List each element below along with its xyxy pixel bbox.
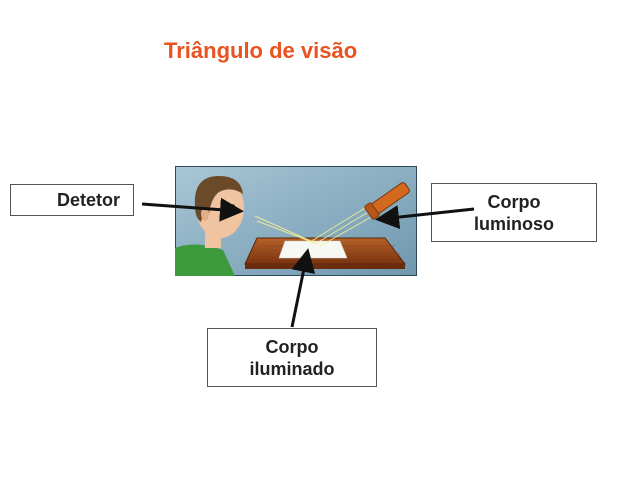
vision-scene-illustration bbox=[175, 166, 417, 276]
luminous-body-label-line1: Corpo bbox=[488, 191, 541, 213]
diagram-title: Triângulo de visão bbox=[164, 38, 357, 64]
luminous-body-label-line2: luminoso bbox=[474, 213, 554, 235]
luminous-body-label-box: Corpo luminoso bbox=[431, 183, 597, 242]
illuminated-body-label-line1: Corpo bbox=[266, 336, 319, 358]
illuminated-body-label-line2: iluminado bbox=[250, 358, 335, 380]
paper-icon bbox=[279, 241, 347, 258]
detector-label: Detetor bbox=[57, 189, 120, 211]
illuminated-body-label-box: Corpo iluminado bbox=[207, 328, 377, 387]
detector-label-box: Detetor bbox=[10, 184, 134, 216]
